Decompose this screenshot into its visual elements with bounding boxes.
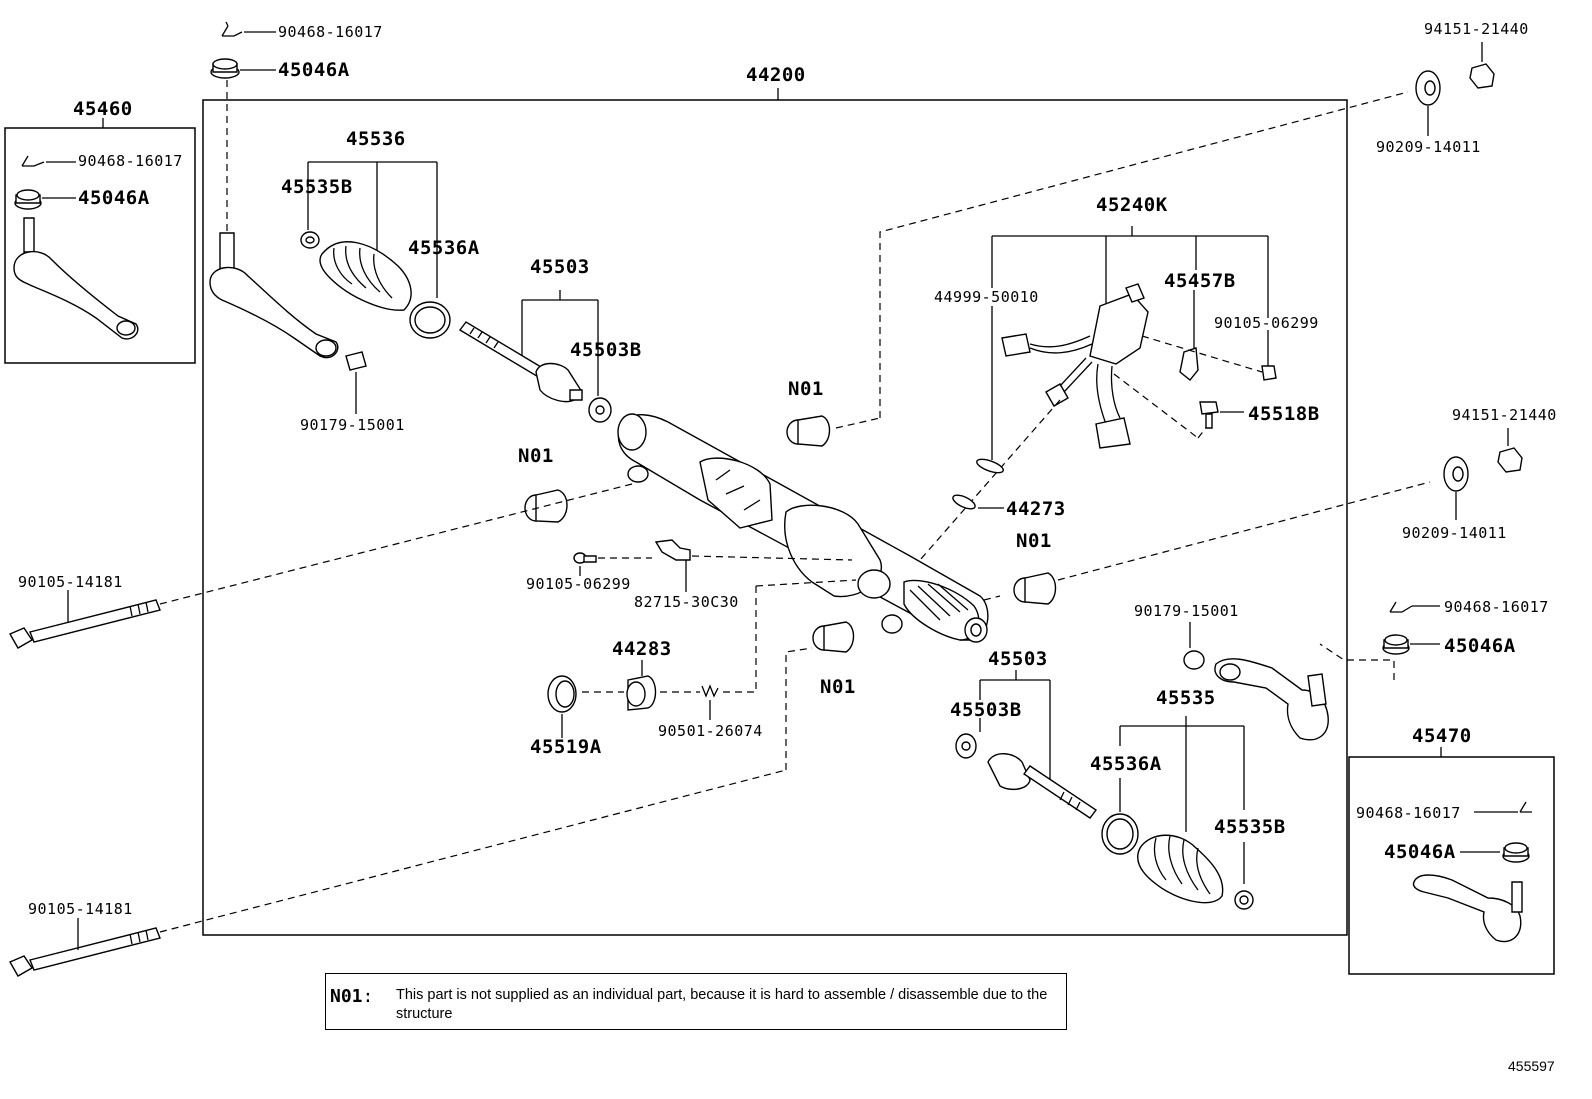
hose-clamp-icon <box>300 231 320 249</box>
bolt-small-label: 90105-06299 <box>526 575 631 593</box>
cotter-pin-icon <box>221 21 243 37</box>
cotter-rh-label: 90468-16017 <box>1444 598 1549 616</box>
bolt-icon <box>9 599 161 649</box>
plug-label: 44283 <box>612 638 672 660</box>
sensor-bracket-label: 82715-30C30 <box>634 593 739 611</box>
hose-clamp-icon <box>1234 890 1254 910</box>
castle-nut-icon <box>1502 842 1530 863</box>
bushing-upper-label: N01 <box>788 378 824 400</box>
washer-icon <box>588 397 612 423</box>
rh-box-nut-label: 45046A <box>1384 841 1456 863</box>
o-ring-icon <box>976 458 1004 474</box>
washer-lh-label: 45503B <box>570 339 642 361</box>
oring-motor-label: 44999-50010 <box>934 288 1039 306</box>
motor-assy-label: 45240K <box>1096 194 1168 216</box>
washer-icon <box>1443 456 1469 492</box>
boot-clip-icon <box>409 301 451 339</box>
rh-box-cotter-label: 90468-16017 <box>1356 804 1461 822</box>
nut-icon <box>1497 447 1523 473</box>
washer-rh-upper-label: 90209-14011 <box>1376 138 1481 156</box>
oring-lower-label: 44273 <box>1006 498 1066 520</box>
bushing-lower-label: N01 <box>820 676 856 698</box>
screw-motor-label: 90105-06299 <box>1214 314 1319 332</box>
lh-box-nut-label: 45046A <box>78 187 150 209</box>
washer-rh-label: 45503B <box>950 699 1022 721</box>
bushing-icon <box>1013 572 1057 605</box>
washer-icon <box>1415 70 1441 106</box>
spring-icon <box>701 684 719 698</box>
bolt-left-upper-label: 90105-14181 <box>18 573 123 591</box>
bracket-clip-icon <box>1179 347 1199 381</box>
bracket-motor-label: 45457B <box>1164 270 1236 292</box>
nut-rh-label: 45046A <box>1444 635 1516 657</box>
small-bolt-icon <box>573 552 597 564</box>
flange-bolt-icon <box>1199 401 1219 429</box>
main-assembly-label: 44200 <box>746 64 806 86</box>
tie-rod-end-icon <box>13 217 139 340</box>
tie-rod-icon <box>458 321 583 403</box>
lh-tie-rod-end-label: 45460 <box>73 98 133 120</box>
clamp-rh-label: 45535B <box>1214 816 1286 838</box>
spring-label: 90501-26074 <box>658 722 763 740</box>
cotter-pin-top-label: 90468-16017 <box>278 23 383 41</box>
motor-harness-icon <box>1001 283 1149 449</box>
note-tag: N01: <box>330 986 374 1007</box>
boot-set-lh-label: 45536 <box>346 128 406 150</box>
washer-icon <box>955 733 977 759</box>
nut-rh-upper-label: 94151-21440 <box>1424 20 1529 38</box>
bolt-icon <box>9 927 161 977</box>
oil-seal-icon <box>547 675 577 713</box>
rack-boot-icon <box>319 241 412 311</box>
sensor-bracket-icon <box>654 539 691 561</box>
bushing-mid-left-label: N01 <box>518 445 554 467</box>
screw-icon <box>1261 365 1277 381</box>
rh-tie-rod-end-frame <box>1348 756 1555 975</box>
nut-icon <box>1469 63 1495 89</box>
figure-id: 455597 <box>1508 1058 1555 1074</box>
bolt-motor-label: 45518B <box>1248 403 1320 425</box>
oil-seal-label: 45519A <box>530 736 602 758</box>
nut-rh-lower-label: 90179-15001 <box>1134 602 1239 620</box>
tie-rod-end-icon <box>1183 650 1329 741</box>
rack-boot-icon <box>1137 834 1224 904</box>
clip-lh-label: 45536A <box>408 237 480 259</box>
lh-box-cotter-label: 90468-16017 <box>78 152 183 170</box>
o-ring-icon <box>952 494 976 510</box>
clip-rh-label: 45536A <box>1090 753 1162 775</box>
clamp-lh-label: 45535B <box>281 176 353 198</box>
note-text: This part is not supplied as an individu… <box>396 987 1048 1022</box>
nut-top-label: 45046A <box>278 59 350 81</box>
adjuster-plug-icon <box>626 675 657 711</box>
main-assembly-frame <box>202 99 1348 936</box>
boot-clip-icon <box>1101 813 1139 855</box>
tie-rod-end-icon <box>209 232 339 359</box>
castle-nut-icon <box>14 189 42 210</box>
steering-rack-housing-icon <box>617 413 989 643</box>
tie-rod-icon <box>987 753 1098 819</box>
rh-tie-rod-end-label: 45470 <box>1412 725 1472 747</box>
castle-nut-icon <box>210 58 240 79</box>
nut-icon <box>345 351 367 371</box>
castle-nut-icon <box>1382 634 1410 655</box>
note-box: N01: This part is not supplied as an ind… <box>325 973 1067 1030</box>
bushing-right-label: N01 <box>1016 530 1052 552</box>
bolt-left-lower-label: 90105-14181 <box>28 900 133 918</box>
nut-rh-mid-label: 94151-21440 <box>1452 406 1557 424</box>
bushing-icon <box>812 621 855 653</box>
tie-rod-rh-label: 45503 <box>988 648 1048 670</box>
nut-lh-label: 90179-15001 <box>300 416 405 434</box>
bushing-icon <box>786 415 831 447</box>
lh-tie-rod-end-frame <box>4 127 196 364</box>
tie-rod-end-icon <box>1412 874 1523 943</box>
tie-rod-lh-label: 45503 <box>530 256 590 278</box>
boot-rh-label: 45535 <box>1156 687 1216 709</box>
washer-rh-mid-label: 90209-14011 <box>1402 524 1507 542</box>
